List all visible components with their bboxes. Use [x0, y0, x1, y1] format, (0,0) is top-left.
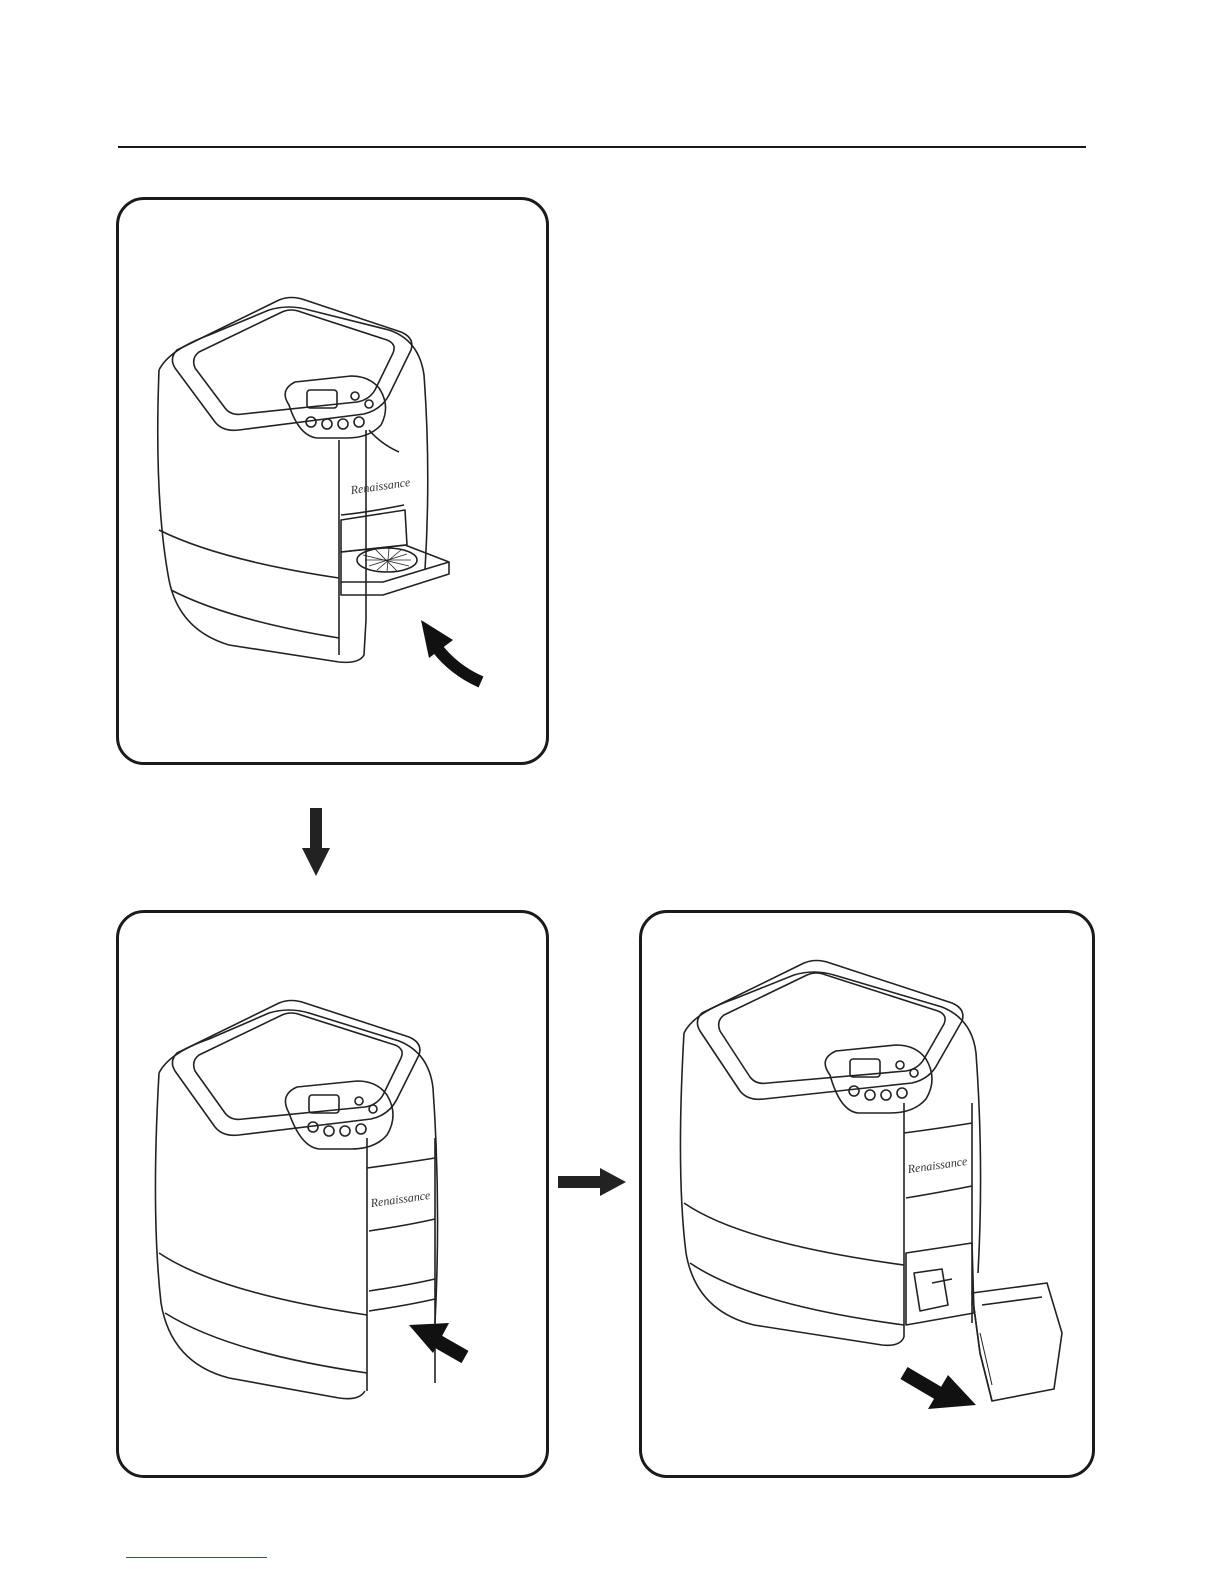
header-rule [118, 146, 1086, 148]
step-3-panel: Renaissance [639, 910, 1095, 1478]
brand-logo: Renaissance [369, 1188, 432, 1210]
pull-arrow-icon [904, 1373, 976, 1409]
appliance-drawer-illustration: Renaissance [119, 913, 546, 1475]
push-arrow-icon [409, 1323, 465, 1357]
appliance-container-removed-illustration: Renaissance [642, 913, 1092, 1475]
appliance-drip-tray-illustration: Renaissance [119, 200, 546, 762]
brand-logo: Renaissance [906, 1154, 969, 1176]
push-arrow-icon [421, 620, 481, 682]
flow-arrow-right-icon [558, 1166, 628, 1198]
flow-arrow-down-icon [300, 808, 332, 878]
footer-link-underline[interactable] [126, 1557, 267, 1558]
step-1-panel: Renaissance [116, 197, 549, 765]
step-2-panel: Renaissance [116, 910, 549, 1478]
brand-logo: Renaissance [349, 475, 412, 497]
